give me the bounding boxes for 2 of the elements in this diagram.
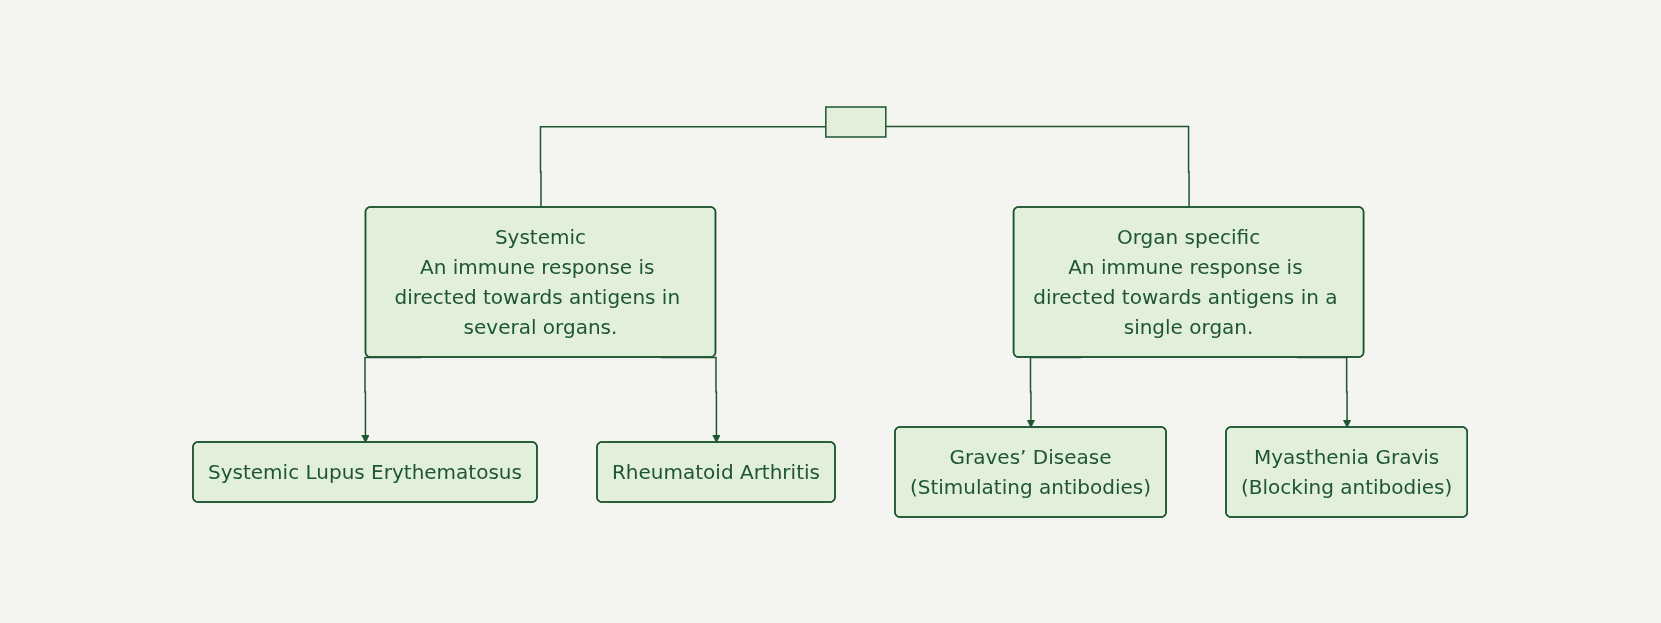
connector [540,125,827,208]
node-box [825,105,887,138]
